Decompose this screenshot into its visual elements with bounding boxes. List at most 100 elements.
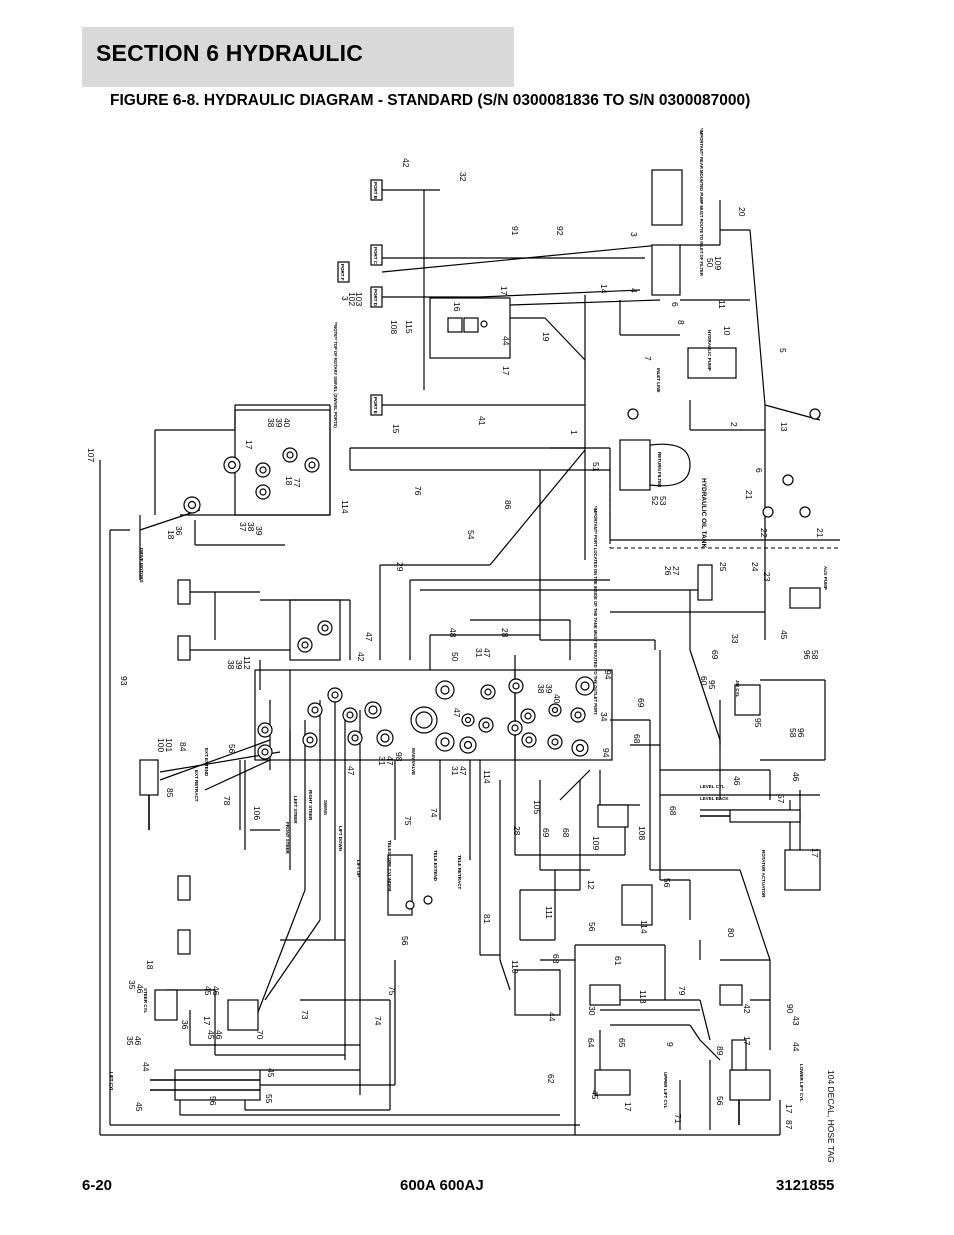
callout: 17 xyxy=(202,1016,212,1026)
callout: 9 xyxy=(665,1042,675,1047)
callout: 20 xyxy=(737,207,747,217)
port-label: PORT E xyxy=(373,397,378,414)
callout-numbers: 32 42 91 92 14 17 16 44 17 19 3 102 103 … xyxy=(86,158,836,1163)
callout: 103 xyxy=(354,292,364,306)
component-labels: RETURN FILTER HYDRAULIC OIL TANK HYDRAUL… xyxy=(109,128,828,1109)
hose-label: LIFT DOWN xyxy=(338,826,343,851)
rotator-actuator xyxy=(784,849,821,891)
jib-valve xyxy=(227,999,259,1031)
hose-lines xyxy=(99,189,840,1136)
callout: 13 xyxy=(779,422,789,432)
main-pump xyxy=(687,347,737,379)
callout: 3 xyxy=(629,232,639,237)
callout: 95 xyxy=(707,680,717,690)
callout: 31 xyxy=(450,766,460,776)
callout: 73 xyxy=(300,1010,310,1020)
drive-motors-label: DRIVE MOTORS xyxy=(139,548,144,583)
callout: 93 xyxy=(119,676,129,686)
hydraulic-oil-tank-label: HYDRAULIC OIL TANK xyxy=(700,478,707,548)
callout: 47 xyxy=(482,648,492,658)
steer-motor-1 xyxy=(177,579,191,605)
main-valve-label: MAIN VALVE xyxy=(411,748,416,775)
callout: 1 xyxy=(569,430,579,435)
callout: 6 xyxy=(670,302,680,307)
lift-cylinder xyxy=(174,1069,261,1101)
callout: 109 xyxy=(591,836,601,850)
callout: 40 xyxy=(282,418,292,428)
callout: 63 xyxy=(551,954,561,964)
callout: 76 xyxy=(413,486,423,496)
callout: 18 xyxy=(284,476,294,486)
callout: 47 xyxy=(458,766,468,776)
telescope-cyl-label: TELESCOPE CYLINDER xyxy=(387,840,392,892)
aux-pump xyxy=(789,587,821,609)
swivel-port-f xyxy=(337,261,350,283)
document-number: 3121855 xyxy=(776,1177,835,1194)
callout: 38 xyxy=(536,684,546,694)
callout: 47 xyxy=(452,708,462,718)
callout: 60 xyxy=(699,676,709,686)
main-valve xyxy=(254,669,613,761)
callout: 38 xyxy=(266,418,276,428)
callout: 79 xyxy=(677,986,687,996)
page-number: 6-20 xyxy=(82,1177,113,1194)
callout: 30 xyxy=(587,1006,597,1016)
callout: 17 xyxy=(499,286,509,296)
callout: 21 xyxy=(815,528,825,538)
callout: 114 xyxy=(340,500,350,514)
callout: 86 xyxy=(503,500,513,510)
callout: 81 xyxy=(482,914,492,924)
callout: 36 xyxy=(174,526,184,536)
callout: 68 xyxy=(632,734,642,744)
callout: 46 xyxy=(214,1030,224,1040)
callout: 12 xyxy=(586,880,596,890)
callout: 50 xyxy=(705,258,715,268)
callout: 92 xyxy=(555,226,565,236)
callout: 31 xyxy=(377,756,387,766)
callout: 51 xyxy=(591,462,601,472)
callout: 4 xyxy=(629,288,639,293)
callout: 23 xyxy=(762,572,772,582)
callout: 45 xyxy=(266,1068,276,1078)
swivel-port-e xyxy=(370,394,383,416)
steer-motor-3 xyxy=(177,875,191,901)
jib-control-valve xyxy=(621,884,653,926)
return-filter xyxy=(619,439,651,491)
components xyxy=(139,169,821,1125)
callout: 74 xyxy=(373,1016,383,1026)
callout: 46 xyxy=(133,1036,143,1046)
return-filter-label: RETURN FILTER xyxy=(657,452,662,488)
model-name: 600A 600AJ xyxy=(400,1177,484,1194)
callout: 84 xyxy=(178,742,188,752)
port-label: PORT D xyxy=(373,289,378,307)
lower-lift-valve xyxy=(719,984,743,1006)
callout: 70 xyxy=(255,1030,265,1040)
swivel-port-b xyxy=(370,179,383,201)
charge-pump xyxy=(697,564,713,601)
callout: 53 xyxy=(658,496,668,506)
callout: 109 xyxy=(713,256,723,270)
charge-filter xyxy=(651,169,683,226)
callout: 56 xyxy=(400,936,410,946)
callout: 64 xyxy=(586,1038,596,1048)
callout: 48 xyxy=(448,628,458,638)
steer-motor-2 xyxy=(177,635,191,661)
callout: 45 xyxy=(206,1030,216,1040)
callout: 104 DECAL, HOSE TAG xyxy=(826,1070,836,1163)
callout: 58 xyxy=(788,728,798,738)
callout: 114 xyxy=(482,770,492,784)
lift-cyl-label: LIFT CYL xyxy=(109,1072,114,1092)
callout: 3 xyxy=(340,296,350,301)
figure-caption: FIGURE 6-8. HYDRAULIC DIAGRAM - STANDARD… xyxy=(110,92,751,109)
callout: 96 xyxy=(802,650,812,660)
callout: 52 xyxy=(650,496,660,506)
inlet-line-label: INLET LINE xyxy=(656,368,661,393)
callout: 87 xyxy=(784,1120,794,1130)
callout: 22 xyxy=(759,528,769,538)
callout: 75 xyxy=(387,986,397,996)
callout: 47 xyxy=(346,766,356,776)
callout: 42 xyxy=(401,158,411,168)
callout: 32 xyxy=(458,172,468,182)
callout: 45 xyxy=(779,630,789,640)
